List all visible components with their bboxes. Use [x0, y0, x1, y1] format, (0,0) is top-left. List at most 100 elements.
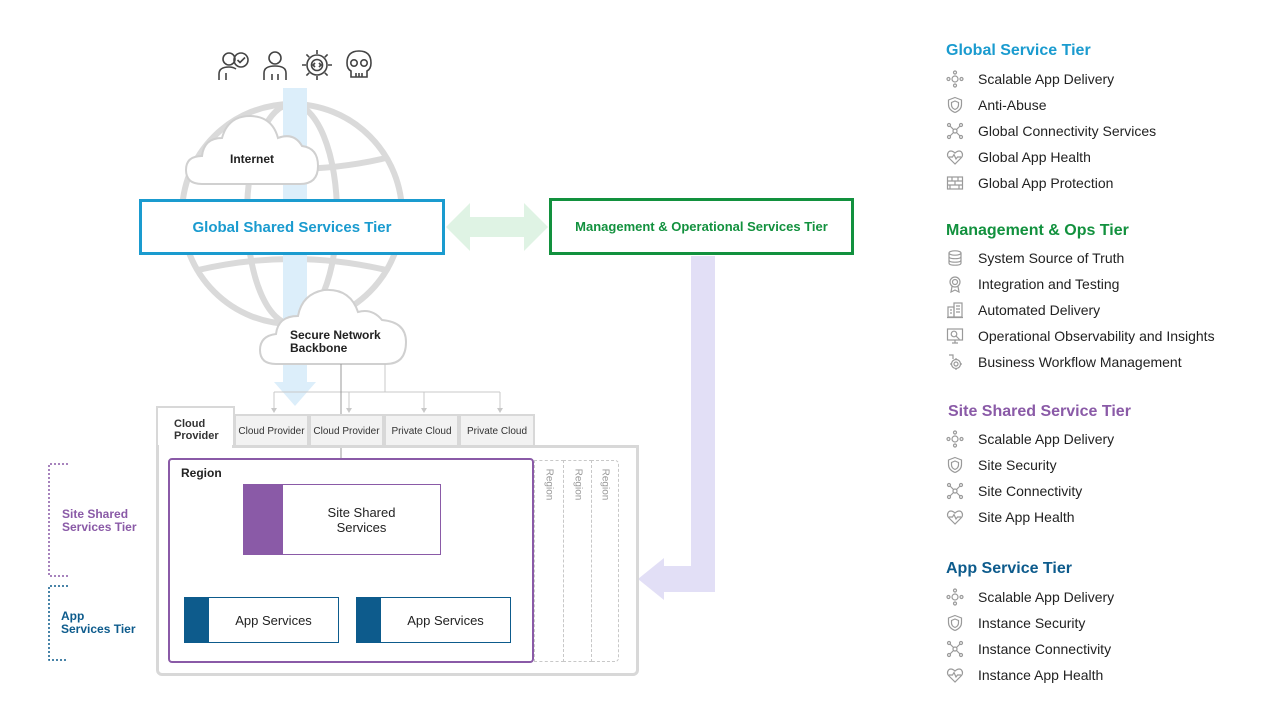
shield-icon	[946, 96, 964, 114]
legend-label: System Source of Truth	[978, 250, 1125, 266]
legend-label: Business Workflow Management	[978, 354, 1182, 370]
legend-label: Instance Connectivity	[978, 641, 1112, 657]
heart-pulse-icon	[946, 508, 964, 526]
legend-item-site-connectivity: Site Connectivity	[946, 481, 1082, 501]
legend-item-app-scalable-app-delivery: Scalable App Delivery	[946, 587, 1114, 607]
actors-group	[216, 48, 376, 84]
global-tier-label: Global Shared Services Tier	[192, 218, 392, 236]
legend-item-system-source-of-truth: System Source of Truth	[946, 248, 1124, 268]
shield-icon	[946, 614, 964, 632]
tab-cloud-provider-1[interactable]: Cloud Provider	[234, 414, 309, 446]
mgmt-arrow-head	[638, 558, 664, 600]
legend-label: Global Connectivity Services	[978, 123, 1157, 139]
legend-item-global-app-health: Global App Health	[946, 147, 1091, 167]
legend-label: Automated Delivery	[978, 302, 1101, 318]
active-tab-join	[159, 443, 232, 448]
legend-item-instance-app-health: Instance App Health	[946, 665, 1103, 685]
buildings-icon	[946, 301, 964, 319]
legend-item-instance-connectivity: Instance Connectivity	[946, 639, 1111, 659]
legend-title-mgmt: Management & Ops Tier	[946, 222, 1129, 239]
legend-item-automated-delivery: Automated Delivery	[946, 300, 1100, 320]
legend-panel: Global Service Tier Scalable App Deliver…	[946, 40, 1266, 700]
app-services-box-1[interactable]: App Services	[184, 597, 339, 643]
nodes-icon	[946, 70, 964, 88]
management-operational-services-tier[interactable]: Management & Operational Services Tier	[549, 198, 854, 255]
side-label-app-services: App Services Tier	[61, 610, 136, 636]
tab-cloud-provider-2[interactable]: Cloud Provider	[309, 414, 384, 446]
badge-icon	[946, 275, 964, 293]
database-icon	[946, 249, 964, 267]
side-site-line1: Site Shared	[62, 507, 129, 521]
side-app-line2: Services Tier	[61, 622, 136, 636]
traffic-arrow-head	[274, 382, 316, 406]
side-site-line2: Services Tier	[62, 520, 137, 534]
legend-label: Anti-Abuse	[978, 97, 1047, 113]
region-strip-2: Region	[563, 460, 592, 662]
architecture-diagram: Internet Global Shared Services Tier Man…	[48, 48, 854, 676]
mgmt-tier-label: Management & Operational Services Tier	[575, 219, 828, 234]
side-app-line1: App	[61, 609, 85, 623]
legend-item-business-workflow: Business Workflow Management	[946, 352, 1182, 372]
site-shared-line2: Services	[336, 519, 387, 535]
region-strip-3: Region	[591, 460, 619, 662]
monitor-search-icon	[946, 327, 964, 345]
region-strip-3-label: Region	[599, 468, 611, 501]
firewall-icon	[946, 174, 964, 192]
legend-item-site-scalable-app-delivery: Scalable App Delivery	[946, 429, 1114, 449]
app-services-label-1: App Services	[235, 612, 312, 628]
legend-title-global: Global Service Tier	[946, 42, 1091, 59]
legend-item-anti-abuse: Anti-Abuse	[946, 95, 1046, 115]
mgmt-arrow-horizontal	[662, 566, 715, 592]
legend-label: Instance Security	[978, 615, 1086, 631]
legend-title-app: App Service Tier	[946, 560, 1072, 577]
global-shared-services-tier[interactable]: Global Shared Services Tier	[139, 199, 445, 255]
legend-label: Site Connectivity	[978, 483, 1083, 499]
nodes-icon	[946, 430, 964, 448]
app-services-bar-2	[357, 598, 381, 642]
legend-item-site-security: Site Security	[946, 455, 1057, 475]
region-strip-1: Region	[534, 460, 564, 662]
app-services-bar-1	[185, 598, 209, 642]
app-services-label-2: App Services	[407, 612, 484, 628]
network-icon	[946, 122, 964, 140]
region-strip-2-label: Region	[572, 468, 583, 501]
legend-label: Site App Health	[978, 509, 1075, 525]
side-brackets	[48, 463, 68, 661]
user-check-icon	[218, 52, 249, 80]
tab-cloud-provider-active[interactable]: Cloud Provider	[156, 406, 235, 448]
tab-private-cloud-2[interactable]: Private Cloud	[459, 414, 535, 446]
nodes-icon	[946, 588, 964, 606]
legend-label: Scalable App Delivery	[978, 589, 1115, 605]
legend-label: Scalable App Delivery	[978, 71, 1115, 87]
cloud-provider-panel	[156, 445, 639, 676]
site-shared-label: Site Shared Services	[283, 485, 440, 554]
cloud-provider-line1: Cloud	[174, 418, 206, 430]
backbone-label-line1: Secure Network	[290, 328, 381, 342]
skull-icon	[346, 50, 372, 78]
legend-label: Global App Protection	[978, 175, 1114, 191]
legend-label: Scalable App Delivery	[978, 431, 1115, 447]
legend-item-site-app-health: Site App Health	[946, 507, 1075, 527]
legend-item-observability: Operational Observability and Insights	[946, 326, 1215, 346]
tab-private-cloud-1[interactable]: Private Cloud	[384, 414, 459, 446]
legend-label: Operational Observability and Insights	[978, 328, 1215, 344]
site-shared-bar	[244, 485, 283, 554]
legend-item-global-connectivity: Global Connectivity Services	[946, 121, 1156, 141]
heart-pulse-icon	[946, 148, 964, 166]
workflow-gear-icon	[946, 353, 964, 371]
backbone-cloud-icon	[258, 288, 408, 365]
user-icon	[263, 51, 287, 80]
network-icon	[946, 640, 964, 658]
heart-pulse-icon	[946, 666, 964, 684]
legend-label: Instance App Health	[978, 667, 1104, 683]
legend-label: Global App Health	[978, 149, 1091, 165]
shield-icon	[946, 456, 964, 474]
legend-item-integration-testing: Integration and Testing	[946, 274, 1119, 294]
app-services-box-2[interactable]: App Services	[356, 597, 511, 643]
site-shared-services-box[interactable]: Site Shared Services	[243, 484, 441, 555]
legend-title-site: Site Shared Service Tier	[948, 403, 1131, 420]
legend-item-global-scalable-app-delivery: Scalable App Delivery	[946, 69, 1114, 89]
legend-label: Integration and Testing	[978, 276, 1120, 292]
gear-code-icon	[302, 50, 332, 80]
legend-label: Site Security	[978, 457, 1057, 473]
